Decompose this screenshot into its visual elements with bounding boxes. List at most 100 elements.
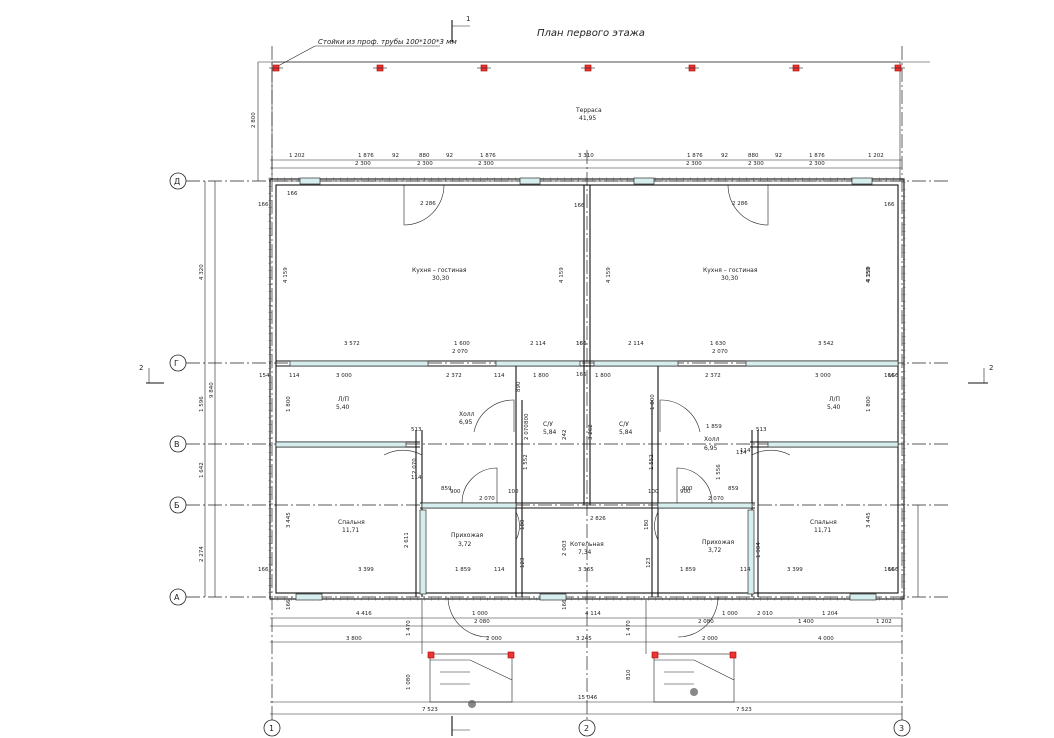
dimension-bottom2-1: 2 080 [698, 619, 714, 625]
dimension-top2-0: 2 300 [355, 161, 371, 167]
dimension-top1-5: 1 876 [480, 153, 496, 159]
dimension-half-0: 7 523 [422, 707, 438, 713]
svg-text:Холл: Холл [459, 411, 475, 418]
dimension-left-4: 9 840 [209, 382, 215, 398]
dimension-bottommisc-3: 810 [626, 669, 632, 680]
dimension-total: 15 046 [578, 695, 598, 701]
dimension-interior-49: 114 [740, 448, 751, 454]
dimension-interior-27: 2 372 [446, 373, 462, 379]
dimension-interior-22: 2 070 [712, 349, 728, 355]
svg-text:5,84: 5,84 [619, 429, 633, 436]
axis-lines [186, 46, 950, 720]
dimension-interior-60: 2 826 [590, 516, 606, 522]
dimension-top1-4: 92 [446, 153, 453, 159]
svg-text:Б: Б [174, 501, 180, 510]
dimension-interior-59: 114 [736, 450, 747, 456]
room-wc-right: С/У5,84 [619, 421, 633, 436]
svg-text:1: 1 [269, 724, 274, 733]
dimension-interior-36: 2 070 [412, 458, 418, 474]
svg-text:3: 3 [899, 724, 904, 733]
dimension-interior-13: 4 159 [606, 267, 612, 283]
room-lp-left: Л/П5,40 [336, 396, 350, 411]
dimension-left-3: 2 274 [199, 546, 205, 562]
svg-text:6,95: 6,95 [459, 419, 473, 426]
dimension-interior-1: 2 286 [732, 201, 748, 207]
dimension-interior-10: 166 [884, 567, 895, 573]
dimension-left-2: 1 642 [199, 462, 205, 478]
svg-text:С/У: С/У [619, 421, 629, 428]
svg-text:Спальня: Спальня [810, 519, 837, 526]
dimension-half-1: 7 523 [736, 707, 752, 713]
dimension-interior-51: 859 [441, 486, 452, 492]
section-marker-left: 2 [139, 364, 164, 384]
dimension-top2-5: 2 300 [809, 161, 825, 167]
dimension-interior-65: 2 003 [562, 540, 568, 556]
svg-text:11,71: 11,71 [342, 527, 359, 534]
dimension-top2-4: 2 300 [748, 161, 764, 167]
dimension-top1-10: 92 [775, 153, 782, 159]
svg-text:Л/П: Л/П [829, 396, 840, 403]
dimension-interior-46: 3 262 [588, 424, 594, 440]
dimension-top1-2: 92 [392, 153, 399, 159]
dimension-interior-50: 900 [450, 489, 461, 495]
dimension-interior-8: 166 [884, 373, 895, 379]
posts-note: Стойки из проф. трубы 100*100*3 мм [318, 38, 457, 46]
svg-text:Прихожая: Прихожая [702, 539, 735, 546]
dimension-interior-30: 890 [516, 381, 522, 392]
svg-text:Терраса: Терраса [575, 107, 602, 114]
dimension-top1-8: 92 [721, 153, 728, 159]
dimension-interior-9: 166 [258, 567, 269, 573]
dimension-bottom2-2: 1 400 [798, 619, 814, 625]
dimension-bottom3-3: 2 000 [702, 636, 718, 642]
dimension-bottom3-0: 3 800 [346, 636, 362, 642]
dimension-interior-0: 2 286 [420, 201, 436, 207]
dimension-interior-43: 1 552 [649, 454, 655, 470]
dimension-interior-12: 4 159 [559, 267, 565, 283]
dimension-interior-11: 4 159 [283, 267, 289, 283]
dimension-interior-5: 166 [884, 202, 895, 208]
dimension-interior-69: 3 365 [578, 567, 594, 573]
svg-text:2: 2 [139, 364, 143, 372]
dimension-interior-67: 1 859 [455, 567, 471, 573]
dimension-interior-53: 2 070 [479, 496, 495, 502]
dimension-interior-26: 3 000 [336, 373, 352, 379]
room-wc-left: С/У5,84 [543, 421, 557, 436]
dimension-interior-76: 1 904 [756, 542, 762, 558]
dimension-interior-20: 2 114 [628, 341, 644, 347]
dimension-interior-24: 154 [259, 373, 270, 379]
dimension-top1-0: 1 202 [289, 153, 305, 159]
dimension-interior-37: 2 070 [524, 424, 530, 440]
dimension-interior-58: 859 [728, 486, 739, 492]
dimension-interior-16: 1 600 [454, 341, 470, 347]
svg-text:Холл: Холл [704, 436, 720, 443]
dimension-top1-6: 3 310 [578, 153, 594, 159]
svg-text:5,40: 5,40 [827, 404, 841, 411]
dimension-interior-38: 800 [524, 413, 530, 424]
dimension-top2-1: 2 300 [417, 161, 433, 167]
svg-text:2: 2 [989, 364, 993, 372]
dimension-right-2: 4 159 [866, 266, 872, 282]
dimension-interior-44: 1 800 [650, 394, 656, 410]
dimension-interior-32: 2 372 [705, 373, 721, 379]
section-marker-bottom [451, 716, 470, 736]
dimension-interior-40: 513 [411, 427, 422, 433]
dimension-interior-70: 1 859 [680, 567, 696, 573]
dimension-interior-64: 180 [644, 519, 650, 530]
section-marker-right: 2 [968, 364, 993, 384]
dimension-interior-62: 2 611 [404, 532, 410, 548]
svg-text:Котельная: Котельная [570, 541, 604, 548]
dimension-bottom1-5: 1 204 [822, 611, 838, 617]
dimension-interior-56: 2 070 [708, 496, 724, 502]
dimension-top2-3: 2 300 [686, 161, 702, 167]
dimension-bottommisc-1: 1 470 [626, 620, 632, 636]
svg-text:Кухня – гостиная: Кухня – гостиная [703, 267, 758, 274]
dimension-bottom2-0: 2 080 [474, 619, 490, 625]
dimension-interior-3: 166 [287, 191, 298, 197]
dimension-bottom3-4: 4 000 [818, 636, 834, 642]
dimension-right-1: 1 800 [866, 396, 872, 412]
svg-text:7,34: 7,34 [578, 549, 592, 556]
